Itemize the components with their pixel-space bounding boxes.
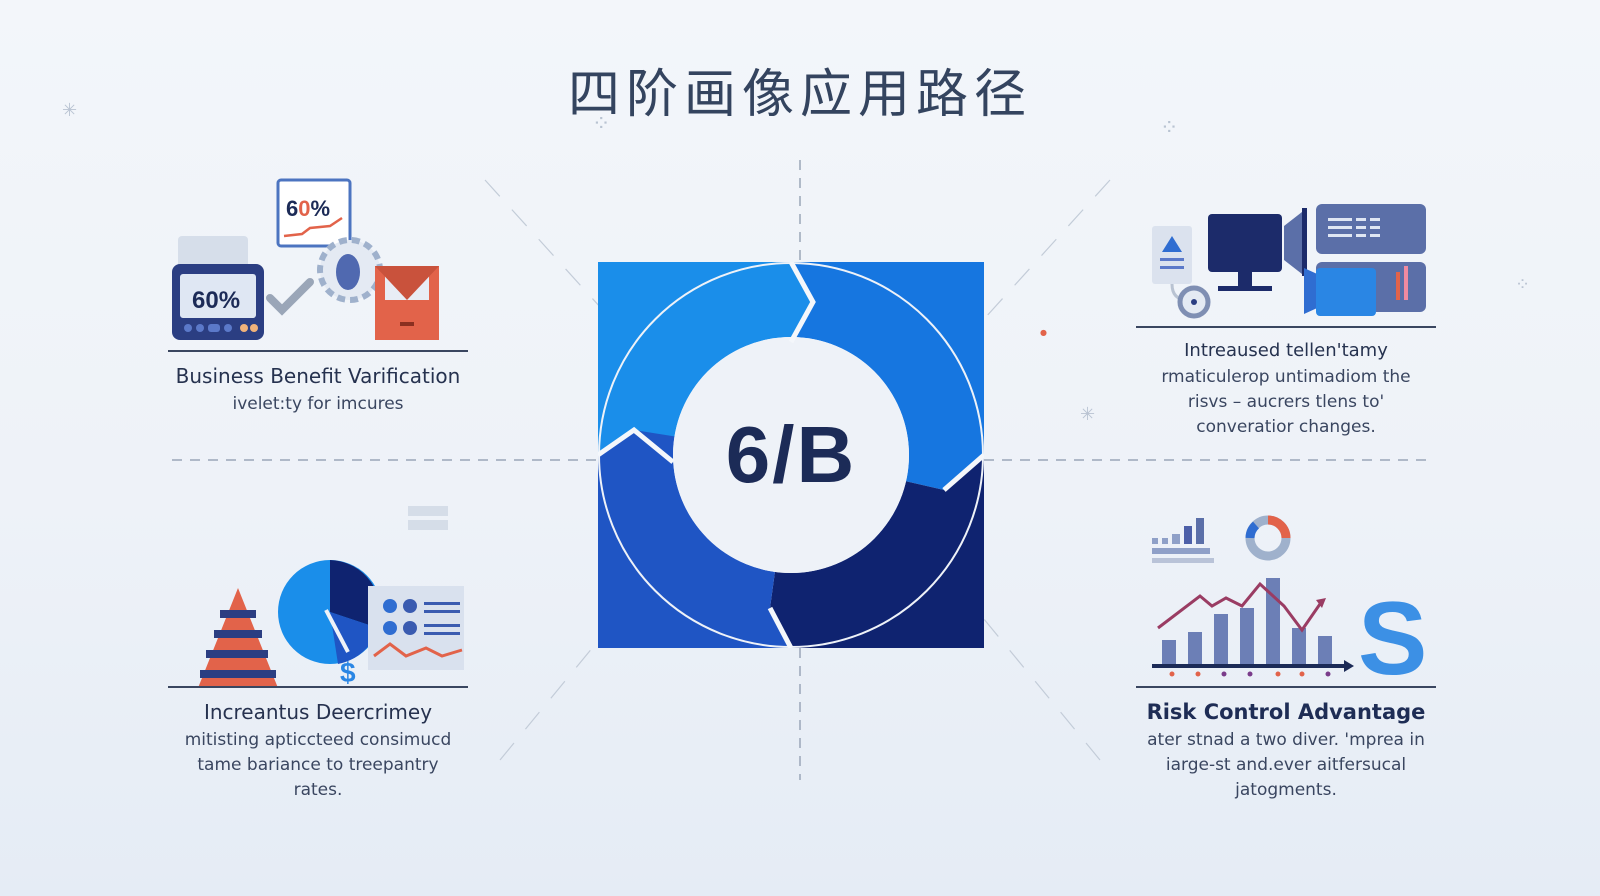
quadrant-body-line: tame bariance to treepantry: [197, 755, 439, 775]
quadrant-body-line: rmaticulerop untimadiom the: [1161, 367, 1411, 387]
center-label: 6/B: [725, 410, 857, 499]
divider: [1136, 686, 1436, 688]
increased-decrement-illustration: $: [198, 506, 464, 688]
sparkle-icon: ⁘: [1515, 274, 1531, 295]
quadrant-heading: Risk Control Advantage: [1146, 700, 1426, 724]
sparkle-icon: ⁘: [592, 112, 611, 137]
quadrant-body-line: risvs – aucrers tlens to': [1187, 392, 1385, 412]
divider: [1136, 326, 1436, 328]
dot-icon: ●: [1040, 328, 1047, 337]
quadrant-body-line: rates.: [293, 780, 343, 800]
divider: [168, 686, 468, 688]
quadrant-bottom-right: Risk Control Advantage ater stnad a two …: [1136, 686, 1436, 803]
quadrant-heading: Business Benefit Varification: [175, 364, 461, 388]
sparkle-icon: ✳: [62, 100, 78, 121]
sparkle-icon: ✳: [1080, 404, 1096, 425]
benefit-verification-illustration: 60% 60%: [172, 178, 439, 340]
risk-control-illustration: S: [1152, 515, 1427, 688]
divider: [168, 350, 468, 352]
svg-text:S: S: [1358, 581, 1427, 688]
quadrant-body-line: iarge-st and.ever aitfersucal: [1165, 755, 1407, 775]
cycle-ring-chart: [598, 262, 984, 648]
sparkle-icon: ⁘: [1160, 116, 1179, 141]
quadrant-top-right: Intreaused tellen'tamy rmaticulerop unti…: [1136, 326, 1436, 440]
svg-text:60%: 60%: [286, 196, 330, 221]
quadrant-heading: Increantus Deercrimey: [203, 700, 433, 724]
quadrant-top-left: Business Benefit Varification ivelet:ty …: [168, 350, 468, 417]
badge-screen-text: 60%: [192, 287, 240, 314]
quadrant-body-line: ivelet:ty for imcures: [232, 394, 404, 414]
quadrant-body-line: mitisting apticcteed consimucd: [184, 730, 452, 750]
quadrant-body-line: converatior changes.: [1196, 417, 1376, 437]
svg-text:$: $: [340, 657, 356, 688]
quadrant-bottom-left: Increantus Deercrimey mitisting apticcte…: [168, 686, 468, 803]
quadrant-heading: Intreaused tellen'tamy: [1184, 340, 1388, 361]
quadrant-body-line: jatogments.: [1235, 780, 1337, 800]
increased-tolerance-illustration: [1152, 204, 1426, 319]
page-title: 四阶画像应用路径: [567, 65, 1032, 125]
quadrant-body-line: ater stnad a two diver. 'mprea in: [1147, 730, 1425, 750]
